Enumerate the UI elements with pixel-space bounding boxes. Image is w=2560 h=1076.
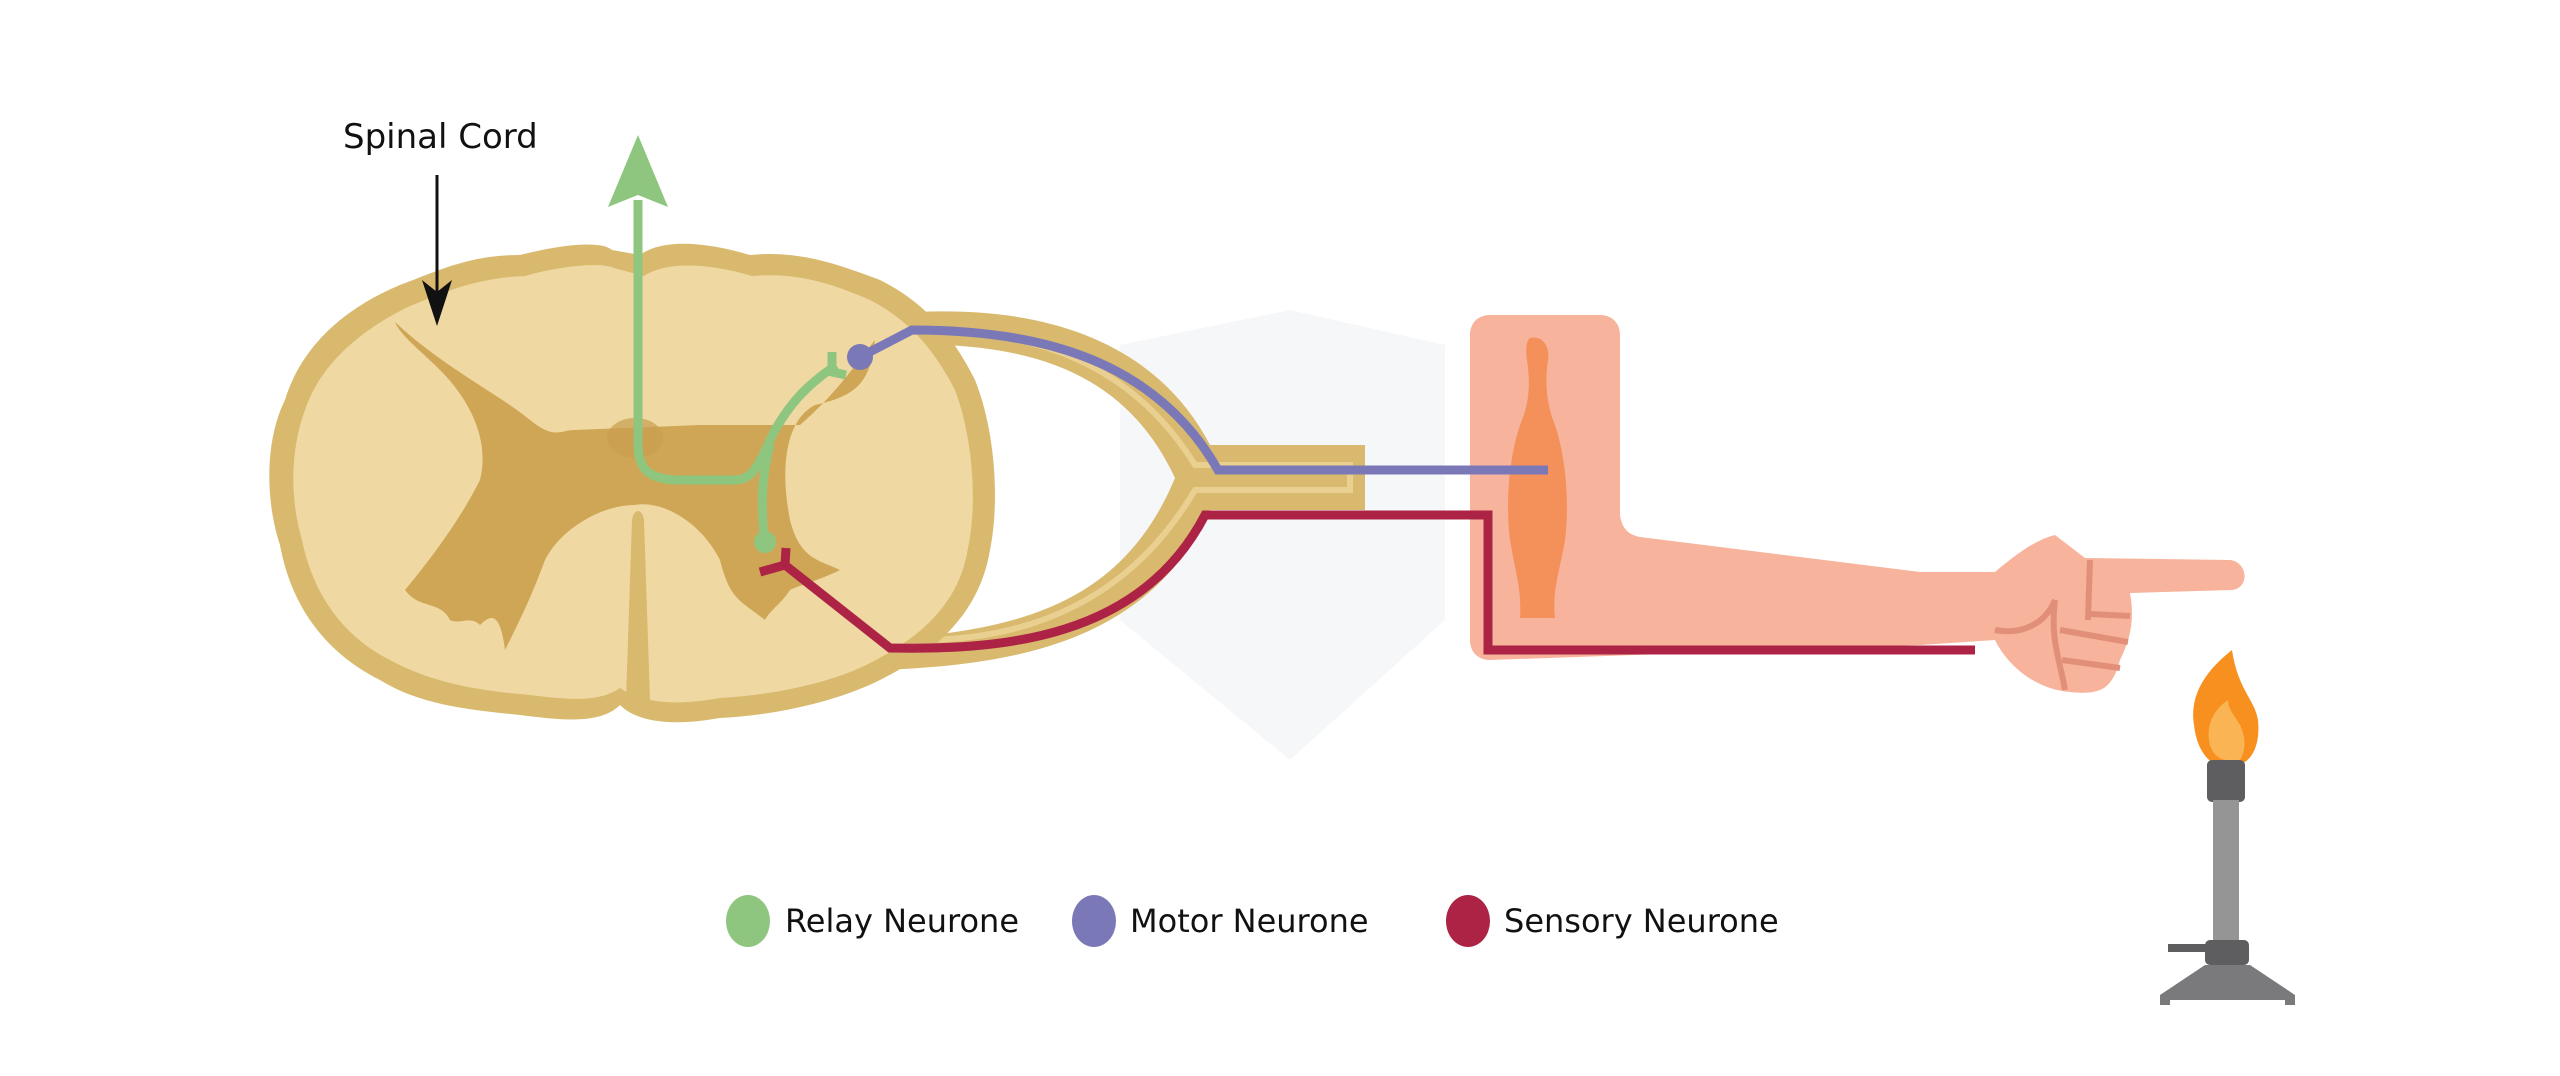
legend-item-motor: Motor Neurone [1072, 895, 1369, 947]
legend-label-motor: Motor Neurone [1130, 902, 1369, 940]
spinal-cord-label: Spinal Cord [343, 117, 538, 157]
muscle [1508, 337, 1567, 618]
legend-item-relay: Relay Neurone [726, 895, 1019, 947]
arm [1470, 315, 2245, 693]
flame-inner [2208, 700, 2245, 760]
spinal-cord-pointer-arrow-icon [422, 175, 452, 326]
legend-label-sensory: Sensory Neurone [1504, 902, 1779, 940]
burner-base [2160, 965, 2295, 1005]
sensory-neurone [758, 510, 1975, 655]
relay-neurone-terminal [754, 531, 776, 553]
relay-arrow-head-icon [608, 135, 668, 207]
anterior-fissure [626, 511, 650, 700]
legend-swatch-motor [1072, 895, 1116, 947]
fingers-fold [1994, 559, 2131, 691]
burner-gas-inlet [2168, 944, 2213, 952]
bunsen-burner [2160, 650, 2295, 1005]
legend: Relay Neurone Motor Neurone Sensory Neur… [726, 895, 1779, 947]
motor-neurone-cell-body [847, 344, 873, 370]
relay-neurone [633, 200, 847, 541]
grey-matter [395, 322, 875, 650]
upper-arm [1470, 315, 2245, 693]
spinal-cord [269, 243, 995, 723]
motor-neurone [847, 325, 1548, 475]
legend-label-relay: Relay Neurone [785, 902, 1019, 940]
legend-item-sensory: Sensory Neurone [1446, 895, 1779, 947]
legend-swatch-sensory [1446, 895, 1490, 947]
burner-cap [2207, 760, 2245, 802]
burner-tube [2213, 800, 2239, 945]
legend-swatch-relay [726, 895, 770, 947]
burner-collar [2205, 940, 2249, 965]
watermark-logo [1120, 310, 1445, 760]
